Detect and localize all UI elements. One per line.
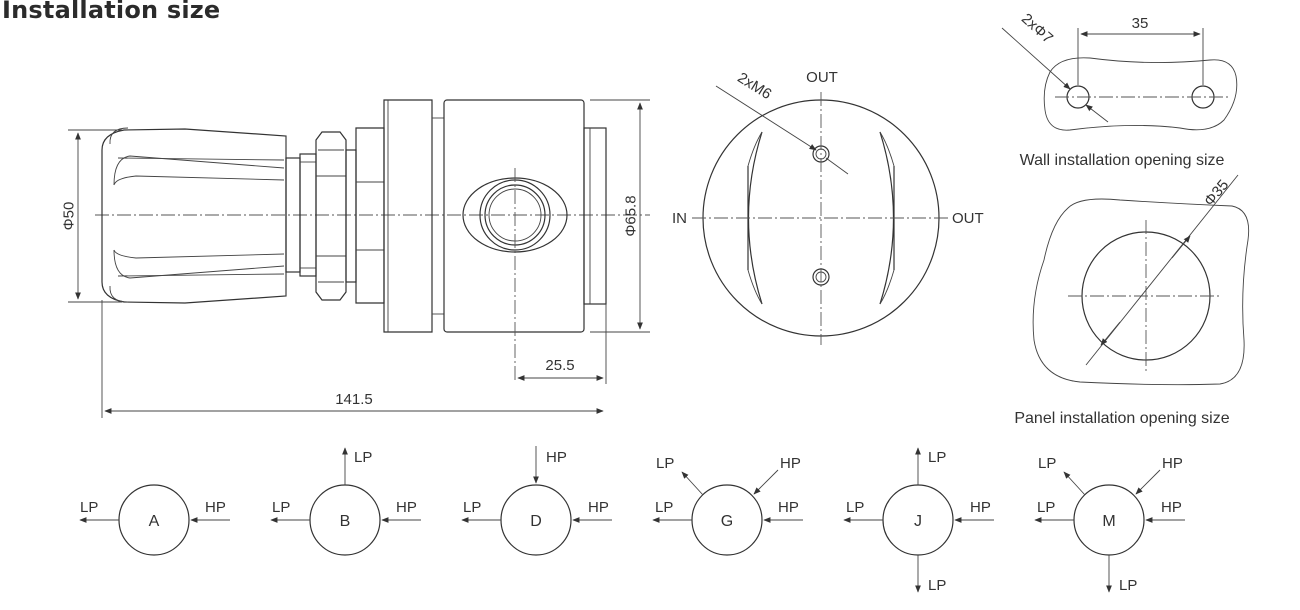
lock-nut	[285, 131, 357, 301]
config-a-port-right: HP	[205, 499, 226, 516]
dimension-total-length: 141.5	[101, 300, 604, 418]
mount-holes-label: 2xM6	[734, 69, 774, 103]
config-b-port-right: HP	[396, 499, 417, 516]
config-g-port-left: LP	[655, 499, 673, 516]
config-d-port-top: HP	[546, 449, 567, 466]
dimension-port-offset: 25.5	[517, 304, 607, 384]
panel-opening: Φ35 Panel installation opening size	[1014, 174, 1250, 427]
panel-opening-caption: Panel installation opening size	[1014, 410, 1229, 427]
config-a-port-left: LP	[80, 499, 98, 516]
config-d-port-right: HP	[588, 499, 609, 516]
out-port-right-label: OUT	[952, 210, 984, 227]
config-b-code: B	[340, 513, 351, 530]
dimension-body-diameter: Φ65.8	[590, 99, 650, 333]
config-j-port-bottom: LP	[928, 577, 946, 594]
config-d-port-left: LP	[463, 499, 481, 516]
config-m-port-right: HP	[1161, 499, 1182, 516]
side-view: Φ50 Φ65.8 25.5 141.5	[60, 99, 650, 418]
config-j-code: J	[914, 513, 922, 530]
wall-opening: 35 2xΦ7 Wall installation opening size	[1001, 10, 1238, 169]
config-d-code: D	[530, 513, 542, 530]
config-b-port-top: LP	[354, 449, 372, 466]
config-m-port-upper-left: LP	[1038, 455, 1056, 472]
port-config-b: B LP LP HP	[270, 447, 421, 556]
total-length-label: 141.5	[335, 391, 373, 408]
config-a-code: A	[149, 513, 160, 530]
config-m-port-bottom: LP	[1119, 577, 1137, 594]
config-g-code: G	[721, 513, 733, 530]
config-m-port-left: LP	[1037, 499, 1055, 516]
dimension-knob-diameter: Φ50	[60, 129, 122, 303]
wall-holes-label: 2xΦ7	[1018, 10, 1056, 47]
config-g-port-right: HP	[778, 499, 799, 516]
wall-hole-spacing-label: 35	[1132, 15, 1149, 32]
regulator-body	[443, 99, 607, 380]
config-m-port-upper-right: HP	[1162, 455, 1183, 472]
adjusting-knob	[101, 127, 287, 304]
config-g-port-upper-right: HP	[780, 455, 801, 472]
body-diameter-label: Φ65.8	[622, 195, 639, 236]
config-j-port-top: LP	[928, 449, 946, 466]
config-b-port-left: LP	[272, 499, 290, 516]
in-port-label: IN	[672, 210, 687, 227]
config-m-code: M	[1102, 513, 1115, 530]
front-view: 2xM6 OUT IN OUT	[672, 69, 984, 345]
out-port-top-label: OUT	[806, 69, 838, 86]
config-j-port-left: LP	[846, 499, 864, 516]
port-config-d: D HP LP HP	[461, 446, 612, 556]
bonnet	[355, 99, 444, 333]
port-offset-label: 25.5	[545, 357, 574, 374]
knob-diameter-label: Φ50	[60, 202, 77, 231]
wall-opening-caption: Wall installation opening size	[1020, 152, 1225, 169]
page-title: Installation size	[2, 0, 221, 24]
config-j-port-right: HP	[970, 499, 991, 516]
port-config-g: G LP HP LP HP	[652, 455, 803, 556]
port-config-a: A LP HP	[79, 484, 230, 556]
port-config-m: M LP HP LP HP LP	[1034, 455, 1185, 594]
config-g-port-upper-left: LP	[656, 455, 674, 472]
port-config-j: J LP LP HP LP	[843, 447, 994, 594]
